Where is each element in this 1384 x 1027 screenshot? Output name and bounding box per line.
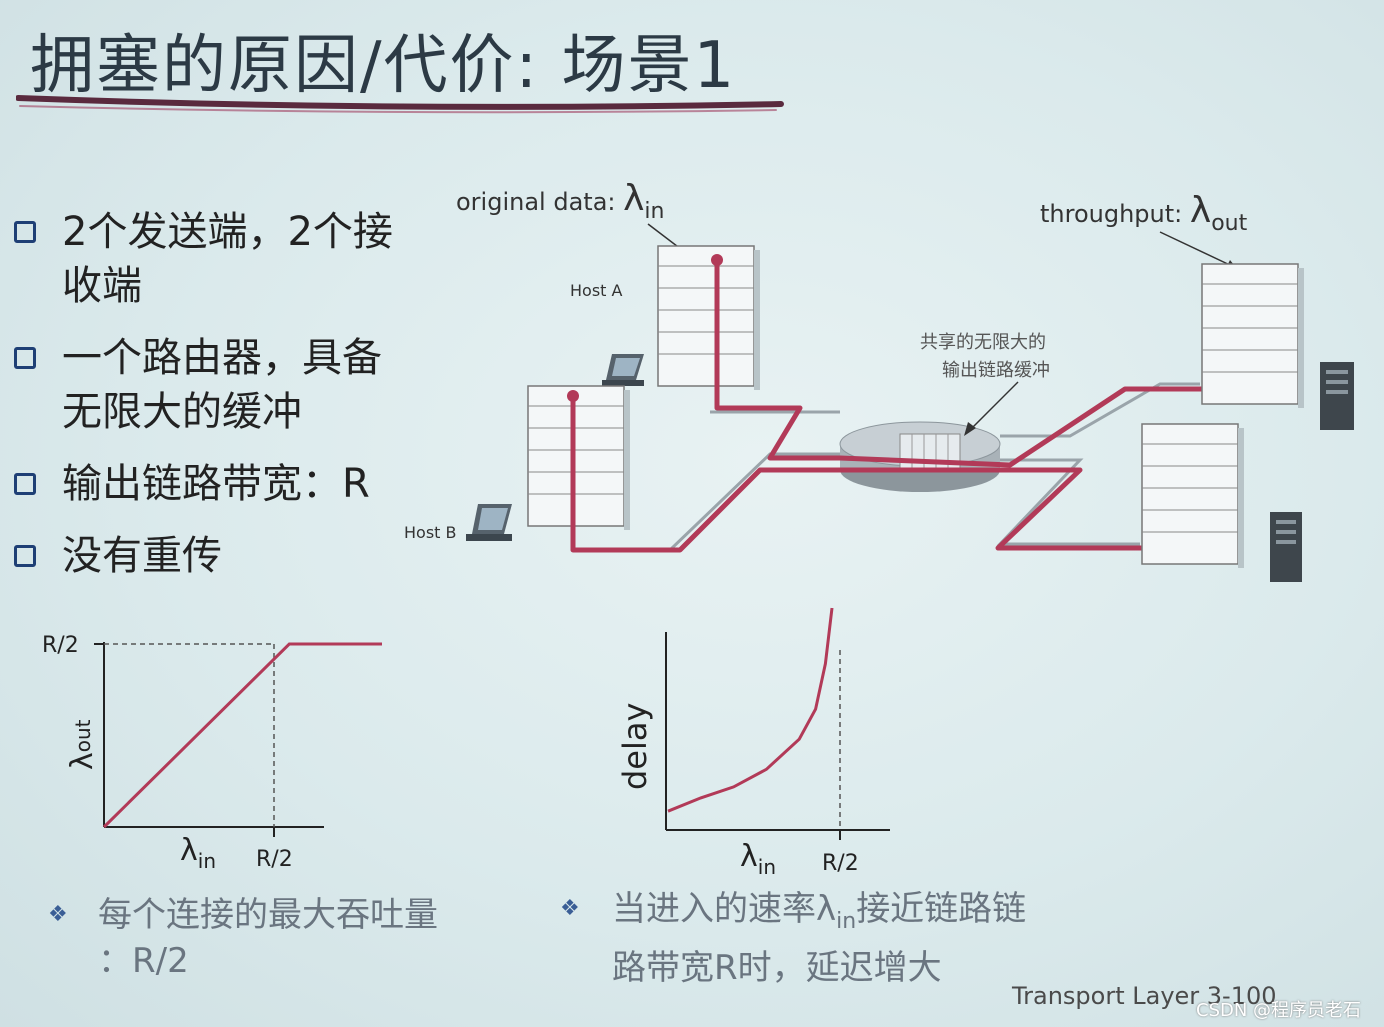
throughput-label: throughput: λout <box>1040 190 1248 236</box>
host-a-buffer <box>658 246 760 390</box>
x-tick-label: R/2 <box>256 847 293 872</box>
buffer-label-line2: 输出链路缓冲 <box>942 360 1050 381</box>
laptop-b-icon <box>466 504 512 541</box>
start-dot <box>711 254 723 266</box>
x-axis-label: λin <box>740 839 776 879</box>
title-underline <box>16 92 786 116</box>
laptop-a-icon <box>602 354 644 386</box>
receiver-buffer-1 <box>1202 264 1304 408</box>
start-dot <box>567 390 579 402</box>
server-icon <box>1320 362 1354 430</box>
checkbox-icon <box>14 545 36 567</box>
delay-chart: R/2 λin delay <box>600 590 920 890</box>
checkbox-icon <box>14 473 36 495</box>
y-tick-label: R/2 <box>42 633 79 658</box>
y-axis-label: delay <box>616 703 654 790</box>
diamond-bullet-icon: ❖ <box>48 892 68 938</box>
note-text: 每个连接的最大吞吐量 <box>60 892 520 938</box>
note-text: 当进入的速率λin接近链路链 <box>560 886 1120 945</box>
throughput-line <box>104 644 382 827</box>
y-axis-label: λout <box>65 719 100 770</box>
server-icon <box>1270 512 1302 582</box>
receiver-buffer-2 <box>1142 424 1244 568</box>
x-axis-label: λin <box>180 833 216 873</box>
diamond-bullet-icon: ❖ <box>560 886 580 932</box>
note-right: ❖ 当进入的速率λin接近链路链 路带宽R时，延迟增大 <box>560 886 1120 991</box>
note-text: ：R/2 <box>60 938 520 984</box>
note-left: ❖ 每个连接的最大吞吐量 ：R/2 <box>60 892 520 984</box>
delay-curve <box>668 608 832 811</box>
network-diagram: original data: λin throughput: λout Host… <box>380 160 1380 600</box>
throughput-chart: R/2 R/2 λin λout <box>40 610 400 880</box>
watermark: CSDN @程序员老石 <box>1196 996 1361 1022</box>
host-a-label: Host A <box>570 281 623 300</box>
host-b-buffer <box>528 386 630 530</box>
buffer-label-line1: 共享的无限大的 <box>920 332 1046 353</box>
checkbox-icon <box>14 221 36 243</box>
x-tick-label: R/2 <box>822 851 859 876</box>
checkbox-icon <box>14 347 36 369</box>
original-data-label: original data: λin <box>456 178 664 224</box>
host-b-label: Host B <box>404 523 457 542</box>
